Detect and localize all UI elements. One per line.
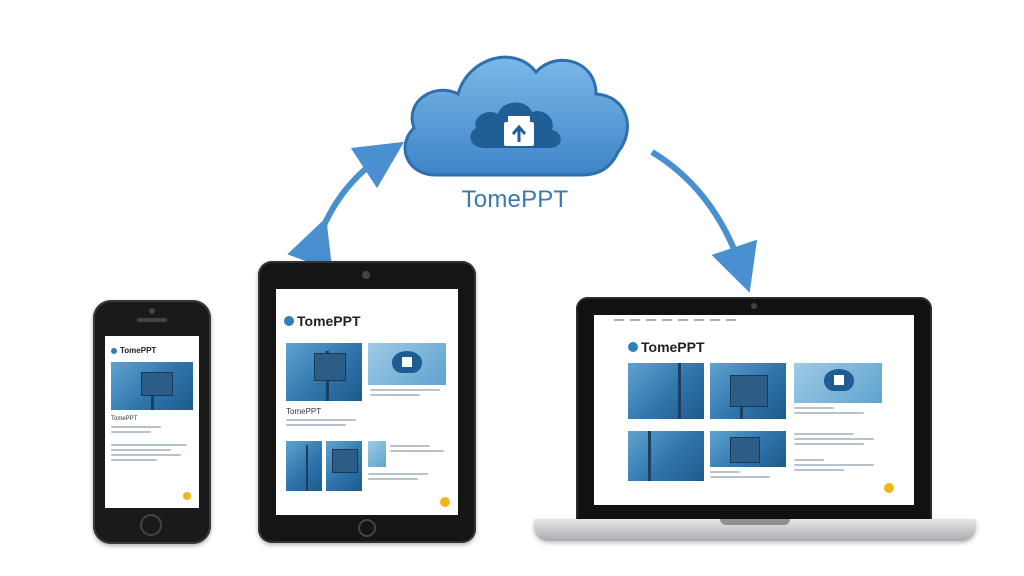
- tablet-badge-icon: [440, 497, 450, 507]
- laptop-text-lines-4: [794, 459, 882, 474]
- laptop-image-2: [710, 363, 786, 419]
- tablet-image-1: [286, 343, 362, 401]
- tablet-text-lines-2: [286, 419, 366, 429]
- cloud-title: TomePPT: [461, 186, 569, 213]
- upload-box-icon: [402, 357, 412, 367]
- phone-home-button[interactable]: [140, 514, 162, 536]
- tablet-text-lines-3: [390, 445, 450, 455]
- laptop-image-5: [710, 431, 786, 467]
- tablet-text-lines-1: [370, 389, 446, 399]
- laptop-base: [534, 519, 976, 541]
- laptop-brand: TomePPT: [628, 339, 705, 355]
- phone-brand: TomePPT: [111, 346, 156, 355]
- laptop-text-lines-2: [710, 471, 786, 481]
- phone-text-lines: [111, 426, 171, 436]
- tablet-screen: TomePPT TomePPT: [276, 289, 458, 515]
- laptop-brand-label: TomePPT: [641, 339, 705, 355]
- tablet-image-5: [368, 441, 386, 467]
- brand-logo-icon: [284, 316, 294, 326]
- tablet-brand: TomePPT: [284, 313, 361, 329]
- cloud-laptop-arrow: [650, 149, 758, 293]
- tablet: TomePPT TomePPT: [258, 261, 476, 543]
- phone-speaker: [137, 318, 167, 322]
- phone-caption: TomePPT: [111, 416, 138, 422]
- cloud-storage: [396, 30, 636, 190]
- tablet-cloud-arrow: [287, 141, 405, 271]
- laptop-display: TomePPT: [576, 297, 932, 521]
- phone-brand-label: TomePPT: [120, 346, 157, 355]
- phone-camera: [149, 308, 155, 314]
- laptop-image-4: [628, 431, 704, 481]
- tablet-image-3: [286, 441, 322, 491]
- laptop-text-lines-3: [794, 433, 882, 448]
- phone-screen: TomePPT TomePPT: [105, 336, 199, 508]
- tablet-image-2: [368, 343, 446, 385]
- tablet-brand-label: TomePPT: [297, 313, 361, 329]
- tablet-text-lines-4: [368, 473, 448, 483]
- upload-box-icon: [834, 375, 844, 385]
- cloud-icon: [403, 55, 629, 177]
- laptop-screen: TomePPT: [594, 315, 914, 505]
- laptop-image-1: [628, 363, 704, 419]
- phone-text-lines-2: [111, 444, 191, 464]
- laptop-nav-bar: [614, 319, 736, 321]
- brand-logo-icon: [628, 342, 638, 352]
- phone-hero-image: [111, 362, 193, 410]
- laptop-badge-icon: [884, 483, 894, 493]
- laptop-camera: [751, 303, 757, 309]
- laptop-trackpad-notch: [720, 519, 790, 525]
- tablet-home-button[interactable]: [358, 519, 376, 537]
- upload-box-icon: [504, 116, 534, 146]
- phone-badge-icon: [183, 492, 191, 500]
- laptop-text-lines-1: [794, 407, 882, 417]
- smartphone: TomePPT TomePPT: [93, 300, 211, 544]
- tablet-camera: [362, 271, 370, 279]
- brand-logo-icon: [111, 347, 117, 354]
- laptop-image-3: [794, 363, 882, 403]
- tablet-caption: TomePPT: [286, 407, 322, 416]
- tablet-image-4: [326, 441, 362, 491]
